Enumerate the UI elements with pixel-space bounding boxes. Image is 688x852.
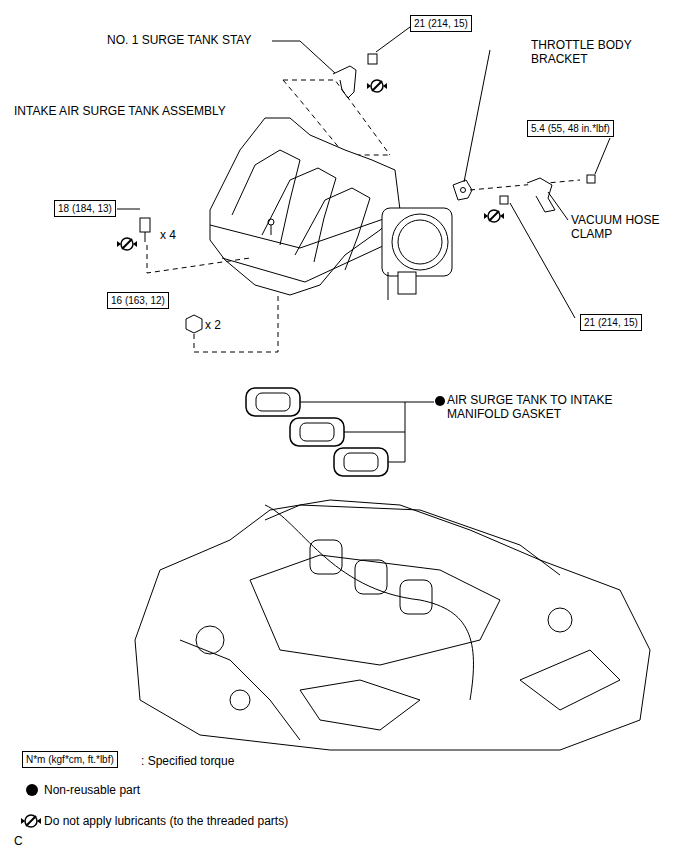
part-label: INTAKE AIR SURGE TANK ASSEMBLY (14, 104, 226, 118)
legend-text: Non-reusable part (44, 783, 140, 797)
part-label: VACUUM HOSE CLAMP (571, 213, 666, 241)
torque-value: 21 (214, 15) (414, 18, 468, 29)
torque-box: N*m (kgf*cm, ft.*lbf) (22, 751, 118, 768)
torque-box: 5.4 (55, 48 in.*lbf) (527, 120, 614, 137)
legend-text: : Specified torque (141, 754, 234, 768)
torque-box: 16 (163, 12) (107, 292, 169, 309)
part-label: x 4 (160, 228, 176, 242)
torque-value: 16 (163, 12) (111, 295, 165, 306)
part-label: C (14, 834, 23, 848)
torque-value: 21 (214, 15) (584, 317, 638, 328)
torque-box: 18 (184, 13) (54, 200, 116, 217)
torque-value: 18 (184, 13) (58, 203, 112, 214)
torque-box: 21 (214, 15) (580, 314, 642, 331)
torque-value: N*m (kgf*cm, ft.*lbf) (26, 754, 114, 765)
part-label: x 2 (205, 318, 221, 332)
torque-box: 21 (214, 15) (410, 15, 472, 32)
part-label: THROTTLE BODY BRACKET (531, 38, 641, 66)
part-label: AIR SURGE TANK TO INTAKE MANIFOLD GASKET (447, 393, 637, 421)
legend-text: Do not apply lubricants (to the threaded… (44, 814, 288, 828)
part-label: NO. 1 SURGE TANK STAY (107, 33, 251, 47)
torque-value: 5.4 (55, 48 in.*lbf) (531, 123, 610, 134)
